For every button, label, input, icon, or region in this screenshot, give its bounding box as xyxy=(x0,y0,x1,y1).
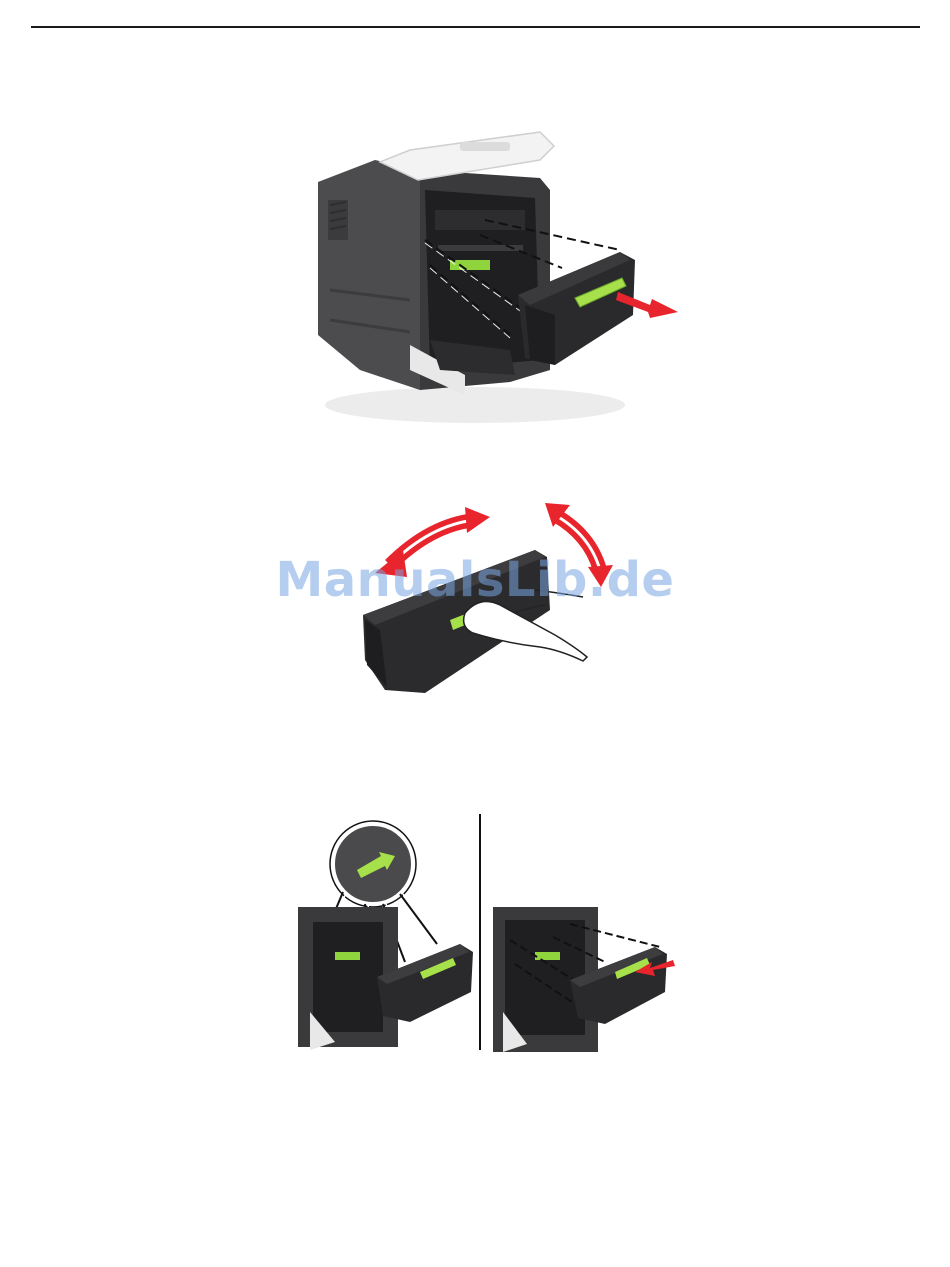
watermark-text: ManualsLib.de xyxy=(0,552,950,608)
figure-remove-cartridge xyxy=(300,120,690,430)
printer-insert-cartridge-illustration xyxy=(295,812,685,1062)
figure-insert-cartridge xyxy=(295,812,685,1062)
header-rule xyxy=(31,26,920,28)
printer-remove-cartridge-illustration xyxy=(300,120,690,430)
